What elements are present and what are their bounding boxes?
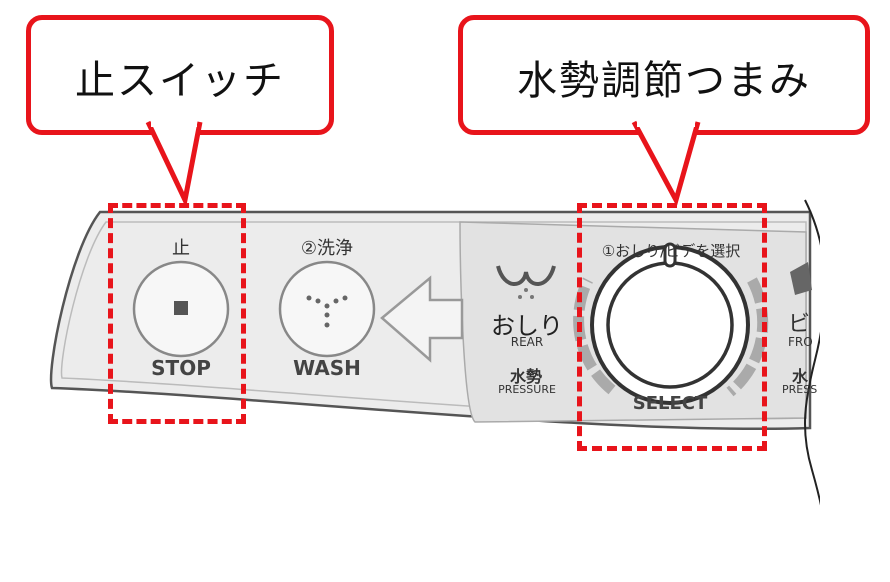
front-pressure-en: PRESS: [782, 383, 818, 396]
wash-label-en: WASH: [293, 356, 361, 380]
pressure-label-en: PRESSURE: [498, 383, 556, 396]
select-label: SELECT: [632, 393, 708, 414]
stop-square-icon: [174, 301, 188, 315]
stop-highlight-box: [108, 203, 246, 424]
front-icon: [790, 262, 812, 295]
rear-icon: [496, 265, 556, 286]
rear-label-jp: おしり: [491, 312, 563, 340]
front-label-jp: ビ: [788, 312, 811, 337]
stop-label-en: STOP: [151, 356, 211, 380]
wash-label-jp: ②洗浄: [300, 238, 354, 259]
stop-callout-tail: [145, 120, 203, 208]
knob-callout-text: 水勢調節つまみ: [517, 58, 811, 104]
pressure-label-jp: 水勢: [509, 367, 542, 386]
knob-indicator: [663, 242, 677, 268]
wash-spray-icon: [306, 295, 348, 328]
knob-highlight-box: [577, 203, 767, 451]
stop-callout-text: 止スイッチ: [75, 58, 285, 104]
wash-button-body: [278, 260, 376, 358]
front-label-en: FRO: [788, 335, 813, 349]
front-pressure-jp: 水: [792, 367, 809, 386]
stop-label-jp: 止: [172, 238, 190, 259]
knob-callout-tail: [631, 120, 701, 207]
pressure-arc-right: [726, 277, 769, 397]
wash-button[interactable]: [280, 262, 374, 356]
select-title: ①おしり/ビデを選択: [601, 242, 741, 260]
rear-label-en: REAR: [510, 335, 544, 349]
arrow-icon: [380, 275, 464, 363]
stop-callout: 止スイッチ: [26, 15, 334, 135]
